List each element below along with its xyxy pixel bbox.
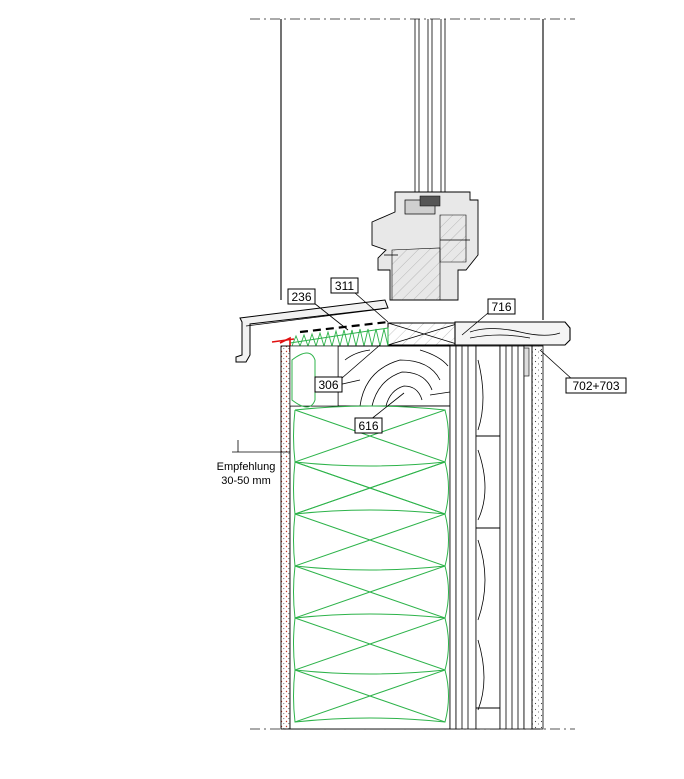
svg-text:311: 311: [335, 279, 354, 293]
opening-reveal: [280, 19, 544, 320]
svg-text:306: 306: [318, 378, 338, 392]
svg-text:236: 236: [291, 290, 311, 304]
recommendation-range: 30-50 mm: [221, 475, 271, 487]
recommendation-label: Empfehlung: [217, 461, 276, 473]
interior-sill-board: [454, 321, 571, 346]
callout-616: 616: [354, 417, 383, 434]
wood-beam-616: [337, 345, 451, 407]
callout-702-703: 702+703: [565, 377, 627, 394]
exterior-window-sill: [235, 299, 389, 363]
wall-panel-layers: [449, 345, 544, 730]
leader-lines: [313, 292, 574, 421]
facade-insulation: [289, 345, 451, 730]
svg-text:702+703: 702+703: [572, 379, 619, 393]
callout-306: 306: [314, 376, 343, 393]
recommendation-dimension: Empfehlung 30-50 mm: [217, 440, 290, 487]
sill-block: [387, 322, 461, 346]
svg-text:616: 616: [358, 419, 378, 433]
callout-236: 236: [287, 288, 316, 305]
exterior-render-layer: [280, 345, 291, 730]
svg-text:716: 716: [491, 300, 511, 314]
window-frame-profile: [371, 191, 479, 301]
glazing-unit: [414, 19, 446, 205]
callout-311: 311: [330, 277, 359, 294]
callout-716: 716: [487, 298, 516, 315]
